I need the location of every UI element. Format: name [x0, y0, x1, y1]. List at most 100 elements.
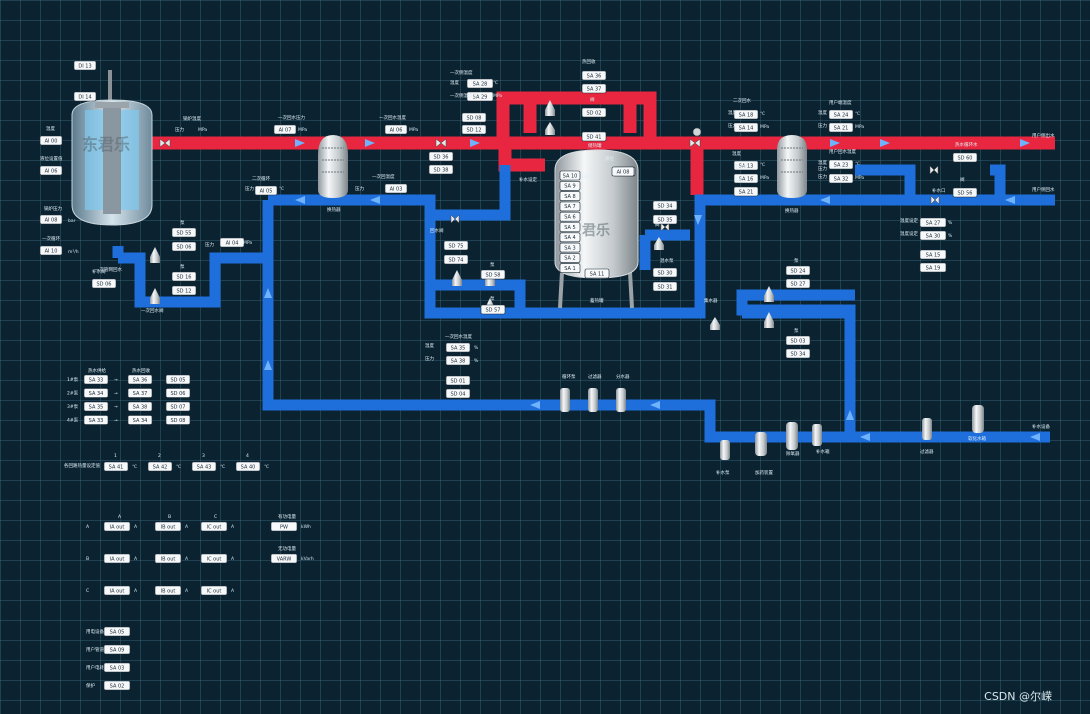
tag-sa-24[interactable]: SA 24 [828, 109, 854, 120]
current-tag[interactable]: IB out [154, 585, 182, 596]
tag-sa-35[interactable]: SA 35 [445, 342, 471, 353]
tank-level-tag[interactable]: SA 6 [559, 211, 581, 222]
tag-sa-23[interactable]: SA 23 [828, 159, 854, 170]
current-tag[interactable]: IC out [200, 553, 228, 564]
heat-setpoint[interactable]: SA 41 [103, 461, 129, 472]
flow-table-cell[interactable]: SA 38 [127, 401, 153, 412]
tag-di-14[interactable]: DI 14 [73, 91, 97, 102]
flow-table-cell[interactable]: SA 37 [127, 388, 153, 398]
tank-level-tag[interactable]: SA 8 [559, 191, 581, 201]
tag-ai-00[interactable]: AI 00 [39, 135, 63, 146]
flow-table-cell[interactable]: SA 33 [83, 374, 109, 385]
tag-sa-18[interactable]: SA 18 [733, 109, 759, 120]
flow-table-cell[interactable]: SD 07 [165, 401, 191, 412]
tag-sa-14[interactable]: SA 14 [733, 122, 759, 133]
heat-exchanger-2[interactable] [777, 135, 807, 198]
tag-sd-38[interactable]: SD 38 [428, 164, 454, 175]
tag-sd-74[interactable]: SD 74 [443, 254, 469, 265]
tag-sa-29[interactable]: SA 29 [466, 91, 494, 102]
tag-sa-36[interactable]: SA 36 [581, 70, 607, 81]
flow-table-cell[interactable]: SA 34 [83, 388, 109, 398]
tag-sd-08[interactable]: SD 08 [461, 112, 487, 123]
tag-sd-58[interactable]: SD 58 [480, 269, 506, 280]
heat-setpoint[interactable]: SA 42 [147, 461, 173, 472]
flow-table-cell[interactable]: SA 35 [83, 401, 109, 412]
tag-sa-21[interactable]: SA 21 [828, 122, 854, 133]
tag-sd-41[interactable]: SD 41 [581, 131, 607, 142]
tag-di-13[interactable]: DI 13 [73, 60, 97, 71]
tank-level-tag[interactable]: SA 4 [559, 232, 581, 243]
tag-sa-32[interactable]: SA 32 [828, 173, 854, 184]
current-tag[interactable]: IC out [200, 585, 228, 596]
tag-ai-08[interactable]: AI 08 [39, 214, 63, 225]
current-tag[interactable]: IA out [103, 553, 131, 564]
tag-ai-10[interactable]: AI 10 [39, 245, 63, 256]
tag-sd-27[interactable]: SD 27 [785, 278, 811, 289]
makeup-equipment[interactable] [560, 388, 984, 460]
tag-sd-03[interactable]: SD 03 [785, 335, 811, 346]
tag-sd-34[interactable]: SD 34 [652, 200, 678, 211]
tank-level-tag[interactable]: SA 7 [559, 201, 581, 212]
tag-sd-06[interactable]: SD 06 [171, 241, 197, 252]
tank-level-tag[interactable]: SA 9 [559, 181, 581, 191]
flow-table-cell[interactable]: SA 36 [127, 374, 153, 385]
heat-exchanger-1[interactable] [318, 135, 348, 198]
tag-sa-37[interactable]: SA 37 [581, 83, 607, 94]
tag-ai-07[interactable]: AI 07 [273, 124, 297, 135]
tag-ai-04[interactable]: AI 04 [219, 237, 245, 248]
tag-sd-12[interactable]: SD 12 [461, 124, 487, 135]
tag-sd-16[interactable]: SD 16 [171, 271, 197, 282]
valves[interactable] [159, 127, 940, 232]
current-tag[interactable]: IA out [103, 521, 131, 532]
tank-level-tag[interactable]: SA 10 [559, 170, 581, 181]
current-tag[interactable]: IB out [154, 521, 182, 532]
tag-sa-16[interactable]: SA 16 [733, 173, 759, 184]
tag-ai-06[interactable]: AI 06 [384, 124, 408, 135]
current-tag[interactable]: IA out [103, 585, 131, 596]
tank-level-tag[interactable]: SA 5 [559, 222, 581, 232]
tag-ai-03[interactable]: AI 03 [384, 183, 408, 194]
tag-sd-55[interactable]: SD 55 [171, 227, 197, 238]
tag-sa-38[interactable]: SA 38 [445, 355, 471, 366]
tag-sd-31[interactable]: SD 31 [652, 281, 678, 292]
current-tag[interactable]: IC out [200, 521, 228, 532]
heat-setpoint[interactable]: SA 43 [191, 461, 217, 472]
flow-table-cell[interactable]: SA 34 [127, 415, 153, 425]
tag-sa-15[interactable]: SA 15 [919, 249, 947, 260]
heat-setpoint[interactable]: SA 40 [235, 461, 261, 472]
tank-level-tag[interactable]: SA 1 [559, 263, 581, 274]
tag-sd-06[interactable]: SD 06 [91, 278, 117, 289]
tag-sd-30[interactable]: SD 30 [652, 267, 678, 278]
flow-table-cell[interactable]: SD 06 [165, 388, 191, 398]
tag-sd-36[interactable]: SD 36 [428, 151, 454, 162]
bottom-tag[interactable]: SA 02 [103, 680, 131, 691]
tag-sa-19[interactable]: SA 19 [919, 262, 947, 273]
boiler-reactor[interactable]: 东君乐 [71, 70, 153, 226]
tag-sa-28[interactable]: SA 28 [466, 78, 494, 89]
tag-sd-75[interactable]: SD 75 [443, 240, 469, 251]
bottom-tag[interactable]: SA 03 [103, 662, 131, 673]
tank-level-tag[interactable]: SA 2 [559, 253, 581, 263]
tag-sd-24[interactable]: SD 24 [785, 265, 811, 276]
tag-sd-56[interactable]: SD 56 [952, 187, 978, 198]
tank-level-tag[interactable]: SA 3 [559, 242, 581, 253]
flow-table-cell[interactable]: SD 08 [165, 415, 191, 425]
tag-sd-02[interactable]: SD 02 [581, 107, 607, 118]
flow-table-cell[interactable]: SD 05 [165, 374, 191, 385]
bottom-tag[interactable]: SA 09 [103, 644, 131, 655]
tag-ai-06[interactable]: AI 06 [39, 165, 63, 176]
tag-sa-13[interactable]: SA 13 [733, 160, 759, 171]
tag-sd-34[interactable]: SD 34 [785, 348, 811, 359]
tag-sd-35[interactable]: SD 35 [652, 214, 678, 225]
tag-sd-04[interactable]: SD 04 [445, 388, 471, 399]
tag-sa-21[interactable]: SA 21 [733, 186, 759, 197]
tag-sa-30[interactable]: SA 30 [919, 230, 947, 241]
flow-table-cell[interactable]: SA 33 [83, 415, 109, 425]
bottom-tag[interactable]: SA 05 [103, 626, 131, 637]
reactive-tag[interactable]: VARW [270, 553, 298, 564]
power-tag[interactable]: PW [270, 521, 298, 532]
tag-sd-60[interactable]: SD 60 [952, 152, 978, 163]
tank-top-tag[interactable]: AI 08 [611, 166, 635, 177]
tag-sa-27[interactable]: SA 27 [919, 217, 947, 228]
tank-bottom-tag[interactable]: SA 11 [584, 268, 610, 279]
